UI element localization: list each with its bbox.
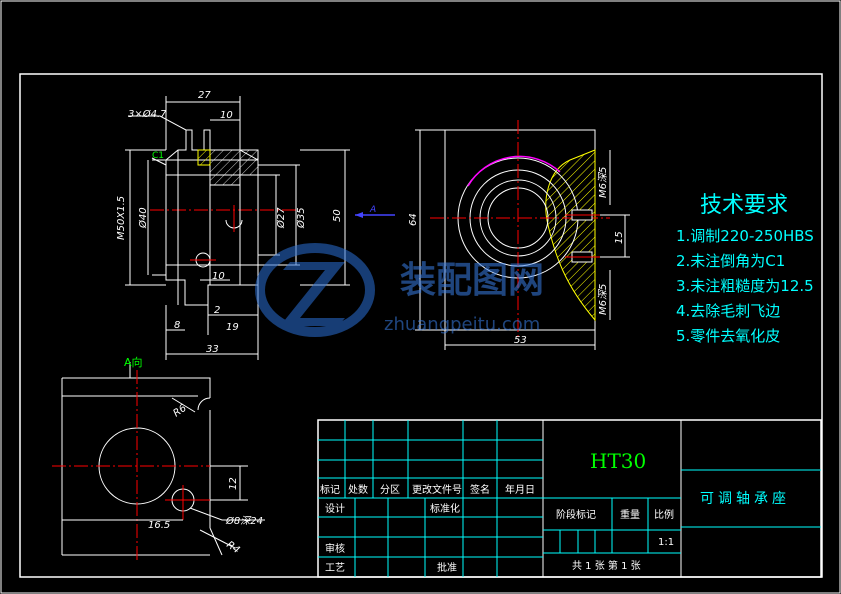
chamfer-label: C1 [152,151,164,161]
tb-sheets: 共 1 张 第 1 张 [572,559,641,572]
dim-top-width: 27 [198,90,211,101]
dim-dia35: Ø35 [295,207,307,229]
section-arrow-label: A [369,205,376,215]
dim-height50: 50 [332,209,343,222]
front-section-view [125,96,395,360]
dim-bottom19: 19 [226,322,239,333]
dim-holes: 3×Ø4.7 [128,108,167,120]
dim-bottom2: 2 [214,305,220,316]
tb-review: 审核 [325,542,345,555]
side-view [415,120,630,350]
hdr-zone: 分区 [380,484,400,496]
dim-width53: 53 [514,335,527,346]
dim-spacing15: 15 [614,231,625,244]
dim-inner10: 10 [212,271,225,282]
dim-height12: 12 [228,477,239,490]
dim-dia27: Ø27 [275,207,287,229]
dim-width16-5: 16.5 [148,520,170,531]
tech-item-1: 1.调制220-250HBS [676,227,814,245]
tb-stage: 阶段标记 [556,508,596,521]
dim-bottom8: 8 [174,320,180,331]
watermark: 装配图网 zhuangpeitu.com [255,243,544,337]
dim-dia40: Ø40 [137,207,149,229]
hdr-count: 处数 [348,483,368,496]
tech-requirements: 技术要求 1.调制220-250HBS 2.未注倒角为C1 3.未注粗糙度为12… [676,193,814,345]
tb-approve: 批准 [437,561,457,574]
dim-height64: 64 [408,213,419,226]
tb-design: 设计 [325,502,345,515]
tech-item-5: 5.零件去氧化皮 [676,327,780,345]
tech-item-2: 2.未注倒角为C1 [676,252,785,270]
view-a-label: A向 [124,355,143,369]
tb-standard: 标准化 [430,502,460,515]
watermark-cn: 装配图网 [400,260,544,301]
view-a-labels: A向 R6 12 16.5 Ø8深24 R4 [124,355,263,556]
hdr-change: 更改文件号 [412,483,462,496]
dim-r4: R4 [224,539,241,556]
title-block [317,419,822,578]
drawing-title: 可调轴承座 [700,491,790,507]
dim-top-right: 10 [220,110,233,121]
side-view-dimension-labels: 64 53 M6深5 M6深5 15 [408,167,625,346]
hdr-mark: 标记 [320,484,340,496]
tb-weight: 重量 [620,508,640,521]
dim-m6-top: M6深5 [597,167,609,198]
tech-heading: 技术要求 [700,193,788,218]
title-block-text: HT30 可调轴承座 标记 处数 分区 更改文件号 签名 年月日 设计 标准化 … [320,449,790,574]
watermark-url: zhuangpeitu.com [384,314,540,335]
view-a [52,362,265,560]
front-view-dimension-labels: 3×Ø4.7 27 10 C1 M50X1.5 Ø40 Ø27 Ø35 50 1… [116,90,376,355]
dim-hole: Ø8深24 [225,515,263,527]
dim-m6-bottom: M6深5 [597,284,609,315]
tb-process: 工艺 [325,562,345,574]
dim-thread: M50X1.5 [116,196,127,240]
hdr-date: 年月日 [505,483,535,496]
tech-item-4: 4.去除毛刺飞边 [676,302,780,320]
tb-scale-value: 1:1 [658,537,674,548]
tb-scale: 比例 [654,508,674,521]
dim-radius6: R6 [171,403,188,420]
hdr-sign: 签名 [470,483,490,496]
tech-item-3: 3.未注粗糙度为12.5 [676,277,814,295]
dim-bottom33: 33 [206,344,219,355]
material: HT30 [590,449,646,473]
